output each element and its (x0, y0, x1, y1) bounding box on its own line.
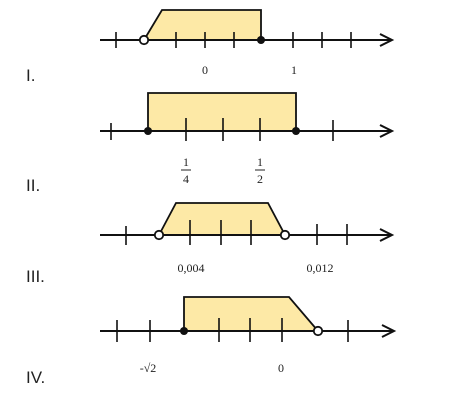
problem-3-tick-label: 0,012 (307, 261, 334, 275)
problem-2-closed-endpoint (144, 127, 152, 135)
problem-2-closed-endpoint (292, 127, 300, 135)
problem-2: II. 1 4 1 2 (26, 92, 395, 195)
problem-4-open-endpoint (312, 325, 324, 337)
problem-4-tick-label: 0 (278, 361, 284, 375)
fraction-numerator: 1 (257, 155, 263, 169)
problem-1-label: I. (26, 66, 35, 85)
problem-3-arrow-head (379, 228, 395, 242)
problem-2-ticks (110, 118, 334, 141)
problem-1-open-endpoint (138, 34, 150, 46)
problem-3-open-endpoint (153, 229, 165, 241)
problem-2-fraction-label: 1 4 (181, 155, 191, 186)
problem-1-ticks (115, 32, 352, 48)
problem-3-region (157, 202, 287, 236)
problem-2-label: II. (26, 176, 40, 195)
problem-3-open-endpoint (279, 229, 291, 241)
fraction-denominator: 4 (183, 172, 189, 186)
problem-3-label: III. (26, 267, 45, 286)
problem-3-ticks (125, 220, 348, 245)
fraction-numerator: 1 (183, 155, 189, 169)
problem-2-fraction-label: 1 2 (255, 155, 265, 186)
fraction-denominator: 2 (257, 172, 263, 186)
problem-4-region (183, 296, 320, 332)
problem-2-arrow-head (379, 124, 395, 138)
problem-4-arrow-head (381, 324, 397, 338)
problem-3-tick-label: 0,004 (178, 261, 205, 275)
problem-1-closed-endpoint (257, 36, 265, 44)
problem-1-tick-label: 1 (291, 63, 297, 77)
problem-1-region (142, 9, 262, 41)
problem-4-ticks (116, 318, 349, 342)
problem-4-tick-label: -√2 (140, 361, 157, 375)
problem-1: I. 0 1 (26, 9, 395, 85)
problem-4: IV. -√2 0 (26, 296, 397, 387)
problem-3: III. 0,004 0,012 (26, 202, 395, 286)
problem-4-closed-endpoint (180, 327, 188, 335)
problem-2-region (147, 92, 297, 132)
problem-4-label: IV. (26, 368, 45, 387)
problem-1-arrow-head (379, 33, 395, 47)
problem-1-tick-label: 0 (202, 63, 208, 77)
